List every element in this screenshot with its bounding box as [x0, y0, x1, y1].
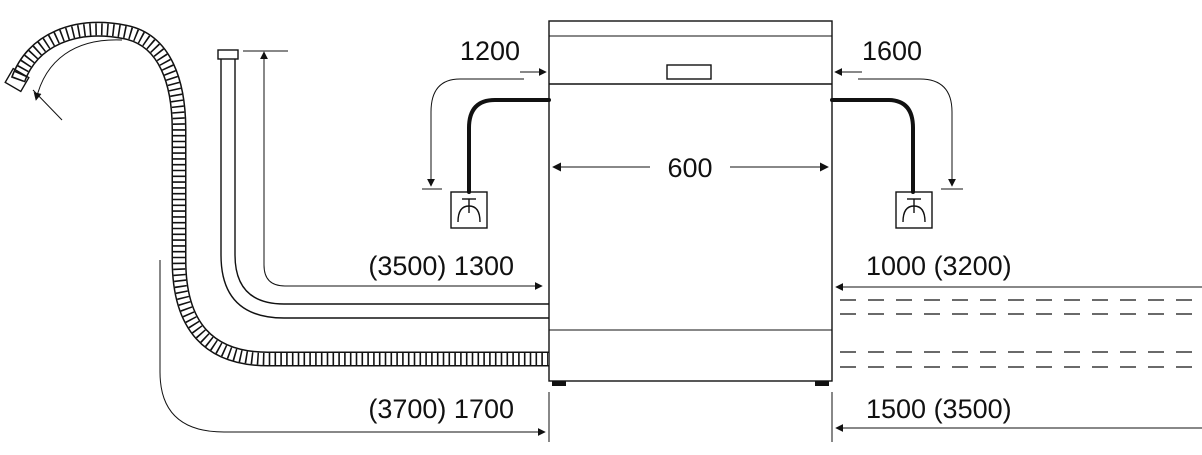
dimension-top-right: [834, 68, 963, 190]
label-drain-left: (3700) 1700: [368, 394, 514, 424]
power-socket-icon: [895, 191, 933, 229]
water-supply-right: [835, 283, 1202, 315]
power-socket-icon: [450, 191, 488, 229]
label-water-right: 1000 (3200): [866, 251, 1012, 281]
water-inlet-hose: [217, 49, 549, 319]
dimension-top-left: [422, 68, 547, 190]
corrugated-drain-hose: [4, 21, 549, 436]
label-top-left: 1200: [460, 36, 520, 66]
foot-left: [552, 381, 566, 386]
foot-right: [815, 381, 829, 386]
drain-hose-end: [4, 67, 30, 93]
drain-right: [835, 351, 1202, 432]
tap-connector: [217, 49, 239, 60]
dishwasher-outline: [548, 20, 833, 382]
power-cable-right: [830, 98, 915, 194]
door-handle: [666, 64, 712, 80]
label-top-right: 1600: [862, 36, 922, 66]
power-cable-left: [467, 98, 551, 194]
label-drain-right: 1500 (3500): [866, 394, 1012, 424]
label-water-left: (3500) 1300: [368, 251, 514, 281]
dishwasher: [548, 20, 833, 386]
label-width: 600: [667, 153, 712, 183]
